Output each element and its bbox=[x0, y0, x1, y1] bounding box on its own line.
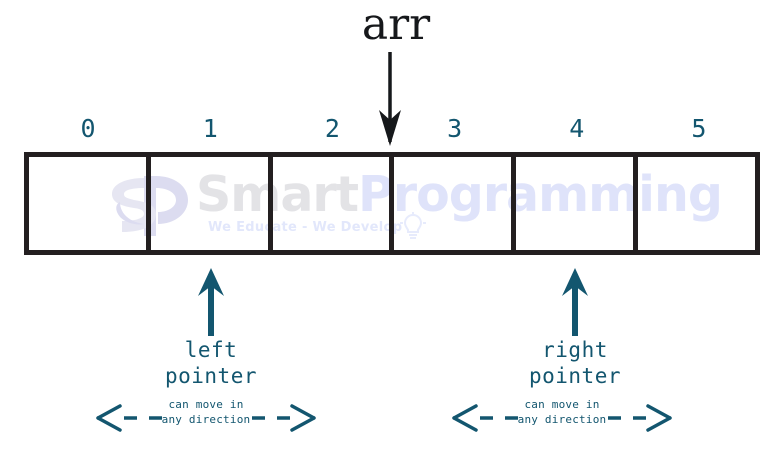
right-pointer-label: right pointer bbox=[455, 338, 695, 389]
left-bidirectional-dashed-arrow-icon bbox=[96, 404, 316, 432]
left-pointer-label-line1: left bbox=[184, 338, 238, 362]
index-label-4: 4 bbox=[569, 114, 585, 143]
array-cell[interactable] bbox=[151, 157, 273, 250]
array-cell[interactable] bbox=[394, 157, 517, 250]
array-cell[interactable] bbox=[516, 157, 639, 250]
array-cell[interactable] bbox=[29, 157, 151, 250]
right-pointer-arrow-icon bbox=[562, 268, 588, 336]
index-label-5: 5 bbox=[691, 114, 707, 143]
array-cell[interactable] bbox=[638, 157, 755, 250]
array-name-pointer-arrow-icon bbox=[379, 52, 401, 146]
left-move-hint: can move in any direction bbox=[76, 396, 336, 442]
right-move-hint-text: can move in any direction bbox=[432, 398, 692, 428]
array-container bbox=[24, 152, 760, 255]
left-move-hint-line1: can move in bbox=[168, 398, 244, 411]
left-pointer-group: left pointer bbox=[91, 266, 331, 389]
left-pointer-label-line2: pointer bbox=[164, 363, 257, 388]
index-label-3: 3 bbox=[447, 114, 463, 143]
index-label-0: 0 bbox=[80, 114, 96, 143]
left-move-hint-line2: any direction bbox=[161, 412, 251, 426]
index-label-2: 2 bbox=[324, 114, 340, 143]
right-bidirectional-dashed-arrow-icon bbox=[452, 404, 672, 432]
right-pointer-label-line2: pointer bbox=[528, 363, 621, 388]
array-cell[interactable] bbox=[273, 157, 395, 250]
right-move-hint: can move in any direction bbox=[432, 396, 692, 442]
left-pointer-label: left pointer bbox=[91, 338, 331, 389]
left-pointer-arrow-icon bbox=[198, 268, 224, 336]
index-label-1: 1 bbox=[202, 114, 218, 143]
right-move-hint-line2: any direction bbox=[517, 412, 607, 426]
right-pointer-group: right pointer bbox=[455, 266, 695, 389]
index-labels: 0 1 2 3 4 5 bbox=[27, 116, 760, 141]
array-name-label: arr bbox=[361, 0, 431, 50]
left-move-hint-text: can move in any direction bbox=[76, 398, 336, 428]
right-pointer-label-line1: right bbox=[542, 338, 608, 362]
right-move-hint-line1: can move in bbox=[524, 398, 600, 411]
